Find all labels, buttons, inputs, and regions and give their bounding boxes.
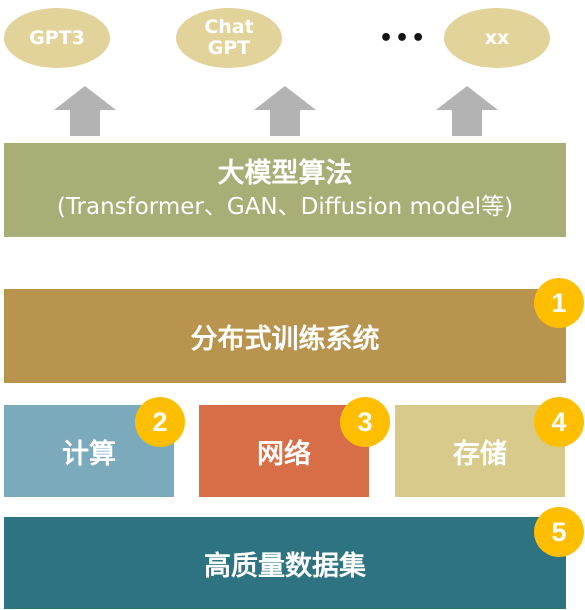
badge-1: 1 [534,278,584,328]
network-label: 网络 [257,438,311,470]
storage-layer: 存储 [395,405,565,497]
algorithm-layer: 大模型算法 (Transformer、GAN、Diffusion model等) [4,143,566,237]
algorithm-title: 大模型算法 [217,158,353,189]
badge-5: 5 [534,507,584,557]
model-gpt3-label: GPT3 [29,26,85,49]
badge-2: 2 [135,397,185,447]
dataset-layer: 高质量数据集 [4,517,566,609]
model-chatgpt: Chat GPT [176,8,282,68]
compute-label: 计算 [62,438,116,470]
more-models-ellipsis: ••• [379,26,428,51]
model-xx-label: xx [484,26,510,49]
distributed-training-label: 分布式训练系统 [190,323,380,355]
badge-3: 3 [340,397,390,447]
distributed-training-layer: 分布式训练系统 [4,289,566,383]
up-arrow-icon [436,86,498,136]
algorithm-subtitle: (Transformer、GAN、Diffusion model等) [56,194,514,220]
model-xx: xx [444,8,550,68]
dataset-label: 高质量数据集 [204,550,366,582]
storage-label: 存储 [453,438,507,470]
model-chatgpt-label-line2: GPT [207,37,251,59]
up-arrow-icon [254,86,316,136]
model-chatgpt-label-line1: Chat [204,16,254,38]
model-gpt3: GPT3 [4,8,110,68]
badge-4: 4 [534,397,584,447]
up-arrow-icon [54,86,116,136]
